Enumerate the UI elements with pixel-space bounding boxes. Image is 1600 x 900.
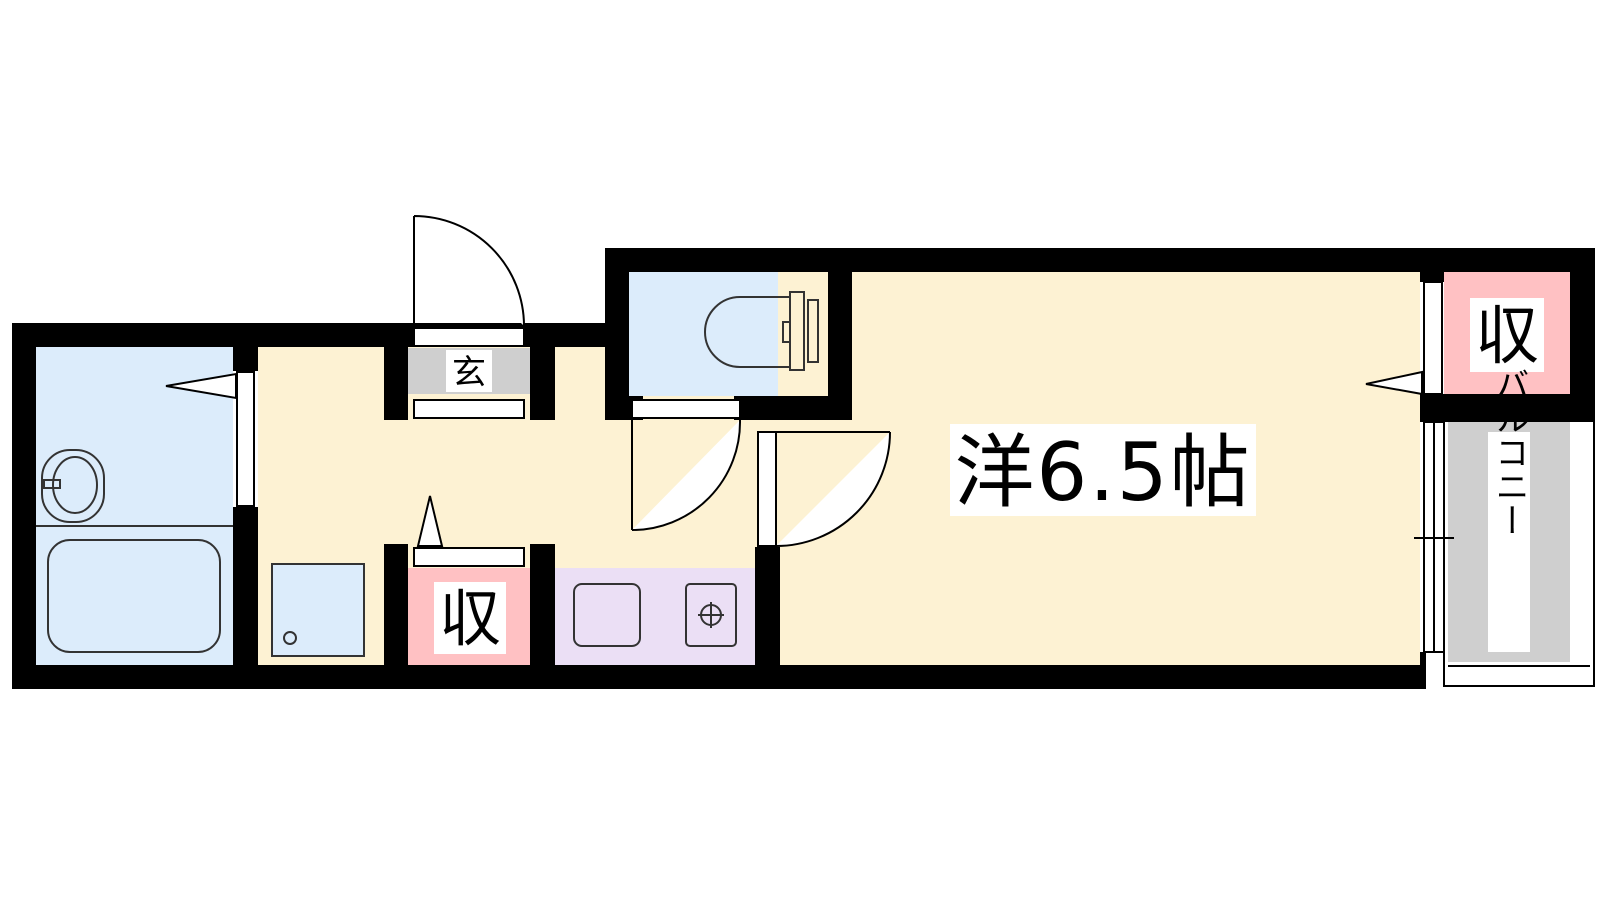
main-door-frame [757,431,777,547]
wall-storage-right [530,544,555,665]
storage-right-arrow [1365,370,1423,396]
wall-main-right-lower [1420,652,1426,689]
toilet-bowl-icon [704,296,791,368]
washer-space-icon [271,563,365,657]
balcony-railing [1443,417,1595,687]
genkan-label: 玄 [452,353,486,393]
bathroom-floor [36,347,233,665]
wall-storage-right-left [1420,272,1444,282]
wall-bath-partition-top [233,347,258,371]
wall-entrance-right [530,323,555,420]
wall-bottom [12,665,1424,689]
wall-top-right [605,248,1595,272]
wall-main-left-lower [755,547,780,665]
main-door-swing [775,431,891,547]
wall-storage-left [384,544,408,665]
storage-right-label: 収 [1475,300,1539,374]
toilet-tank-icon-2 [807,299,819,363]
entrance-door-frame [413,327,525,347]
wall-right-end [1570,248,1595,418]
main-room-label: 洋6.5帖 [954,426,1251,519]
genkan-label-bg [446,350,492,392]
bath-door [236,371,255,507]
main-room-label-bg [950,424,1256,516]
storage-center-door [413,547,525,567]
wall-toilet-right [828,272,852,420]
entrance-door-swing [413,215,525,328]
kitchen-sink-icon [573,583,641,647]
balcony-label: バルコニー [1489,367,1529,537]
wall-bath-partition-bottom [233,507,258,665]
toilet-seat-icon [782,321,791,343]
storage-center-arrow [416,495,444,547]
doors [165,215,1595,687]
storage-right-door [1423,281,1443,395]
entrance-step [413,399,525,419]
stove-icon [685,583,737,647]
balcony-label-bg [1488,432,1530,652]
kitchen-counter [555,568,755,665]
wall-left [12,323,36,689]
toilet-door-swing [631,418,742,531]
fixtures [36,291,819,657]
toilet-door-frame [631,399,741,419]
sink-icon [41,449,105,523]
storage-center-label: 収 [439,582,501,655]
bathtub-icon [47,539,221,653]
walls [12,248,1595,689]
sink-tap-icon [43,479,61,489]
storage-center-label-bg [434,582,506,654]
sink-bowl-icon [52,456,98,514]
washer-drain-icon [283,631,297,645]
wall-toilet-left [605,248,629,420]
storage-right-label-bg [1470,298,1544,372]
wall-entrance-left [384,323,408,420]
labels: 玄 収 収 洋6.5帖 バルコニー [434,298,1544,655]
bath-door-arrow [165,372,237,400]
